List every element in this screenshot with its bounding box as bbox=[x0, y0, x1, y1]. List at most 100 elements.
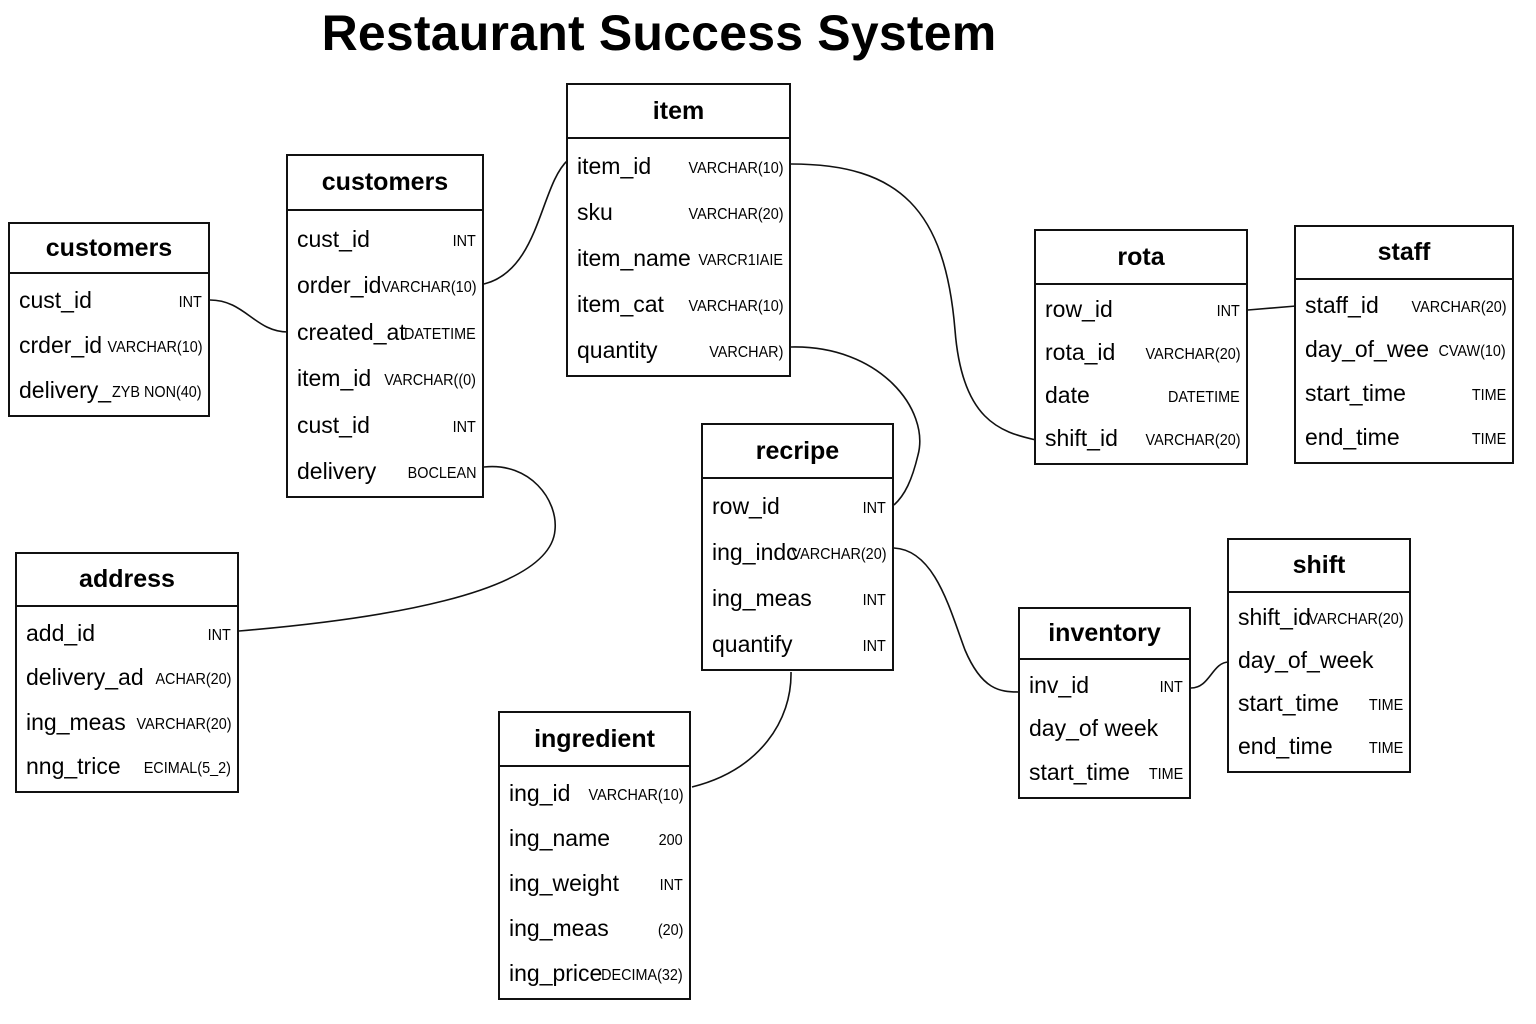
field-type: VARCHAR(10) bbox=[588, 787, 683, 804]
field-name: shift_id bbox=[1045, 425, 1118, 451]
field-name: ing_price bbox=[509, 960, 603, 986]
field-type: BOCLEAN bbox=[407, 465, 476, 482]
field-name: end_time bbox=[1305, 424, 1400, 450]
field-name: ing_meas bbox=[712, 585, 812, 611]
link-customers-to-item bbox=[483, 159, 569, 285]
field-name: ing_id bbox=[509, 780, 571, 806]
link-item-to-recripe bbox=[790, 346, 921, 506]
field-row: ing_id VARCHAR(10) bbox=[500, 767, 689, 812]
field-type: VARCHAR((0) bbox=[384, 372, 476, 389]
field-type: CVAW(10) bbox=[1438, 343, 1506, 360]
field-type: INT bbox=[452, 418, 476, 436]
field-type: VARCHAR(10) bbox=[107, 339, 202, 356]
field-name: quantity bbox=[577, 337, 658, 363]
field-type: DATETIME bbox=[1168, 389, 1240, 406]
field-name: end_time bbox=[1238, 733, 1333, 759]
field-type: INT bbox=[207, 626, 231, 644]
link-item-to-rota bbox=[790, 163, 1037, 441]
field-name: item_name bbox=[577, 245, 691, 271]
field-row: ing_meas VARCHAR(20) bbox=[17, 696, 237, 741]
field-name: ing_weight bbox=[509, 870, 619, 896]
field-type: INT bbox=[862, 500, 886, 517]
field-type: TIME bbox=[1368, 697, 1403, 714]
field-name: item_id bbox=[577, 153, 652, 179]
field-name: quantify bbox=[712, 631, 793, 657]
field-name: ing_meas bbox=[26, 708, 126, 735]
field-name: item_cat bbox=[577, 291, 664, 317]
field-row: end_time TIME bbox=[1296, 412, 1512, 456]
field-type: ACHAR(20) bbox=[154, 671, 231, 688]
field-name: ing_meas bbox=[509, 915, 609, 941]
field-type: INT bbox=[1216, 303, 1240, 320]
field-name: day_of_week bbox=[1238, 647, 1374, 673]
field-row: staff_id VARCHAR(20) bbox=[1296, 280, 1512, 324]
table-header: customers bbox=[288, 156, 482, 211]
field-name: day_of week bbox=[1029, 715, 1159, 741]
link-inventory-to-shift bbox=[1190, 661, 1230, 689]
field-type: VARCHAR(20) bbox=[1145, 432, 1240, 449]
field-row: delivery_ZYB NON(40) bbox=[10, 364, 208, 409]
field-name: staff_id bbox=[1305, 292, 1379, 318]
field-type: VARCHAR(20) bbox=[1411, 299, 1506, 316]
field-type: INT bbox=[1159, 678, 1183, 696]
field-row: quantity VARCHAR) bbox=[568, 323, 789, 369]
field-name: rota_id bbox=[1045, 339, 1116, 365]
field-row: day_of week bbox=[1020, 704, 1189, 748]
field-type: TIME bbox=[1471, 431, 1506, 448]
field-type: INT bbox=[659, 877, 683, 894]
table-header: recripe bbox=[703, 425, 892, 479]
field-type: INT bbox=[862, 592, 886, 609]
field-type: (20) bbox=[657, 922, 683, 939]
field-name: shift_id bbox=[1238, 604, 1311, 630]
field-type: VARCHAR) bbox=[708, 344, 783, 361]
field-row: row_id INT bbox=[703, 479, 892, 525]
link-recripe-to-inventory bbox=[893, 547, 1020, 693]
field-name: start_time bbox=[1305, 380, 1406, 406]
field-name: row_id bbox=[712, 493, 780, 519]
diagram-title: Restaurant Success System bbox=[321, 5, 997, 61]
field-name: nng_trice bbox=[26, 753, 121, 779]
field-type: VARCHAR(20) bbox=[791, 546, 886, 563]
link-rota-to-staff bbox=[1247, 305, 1297, 311]
field-name: cust_id bbox=[297, 411, 370, 438]
field-type: VARCHAR(20) bbox=[136, 715, 231, 733]
table-header: rota bbox=[1036, 231, 1246, 285]
field-row: day_of_week bbox=[1229, 636, 1409, 679]
field-type: DECIMA(32) bbox=[601, 967, 683, 984]
field-name: ing_indc bbox=[712, 539, 798, 565]
field-type: VARCHAR(10) bbox=[381, 279, 476, 296]
field-row: date DATETIME bbox=[1036, 371, 1246, 414]
field-type: DATETIME bbox=[404, 325, 476, 343]
field-type: VARCHAR(10) bbox=[688, 298, 783, 315]
field-name: date bbox=[1045, 382, 1090, 408]
field-type: VARCHAR(20) bbox=[1308, 611, 1403, 628]
field-name: order_id bbox=[297, 272, 382, 298]
